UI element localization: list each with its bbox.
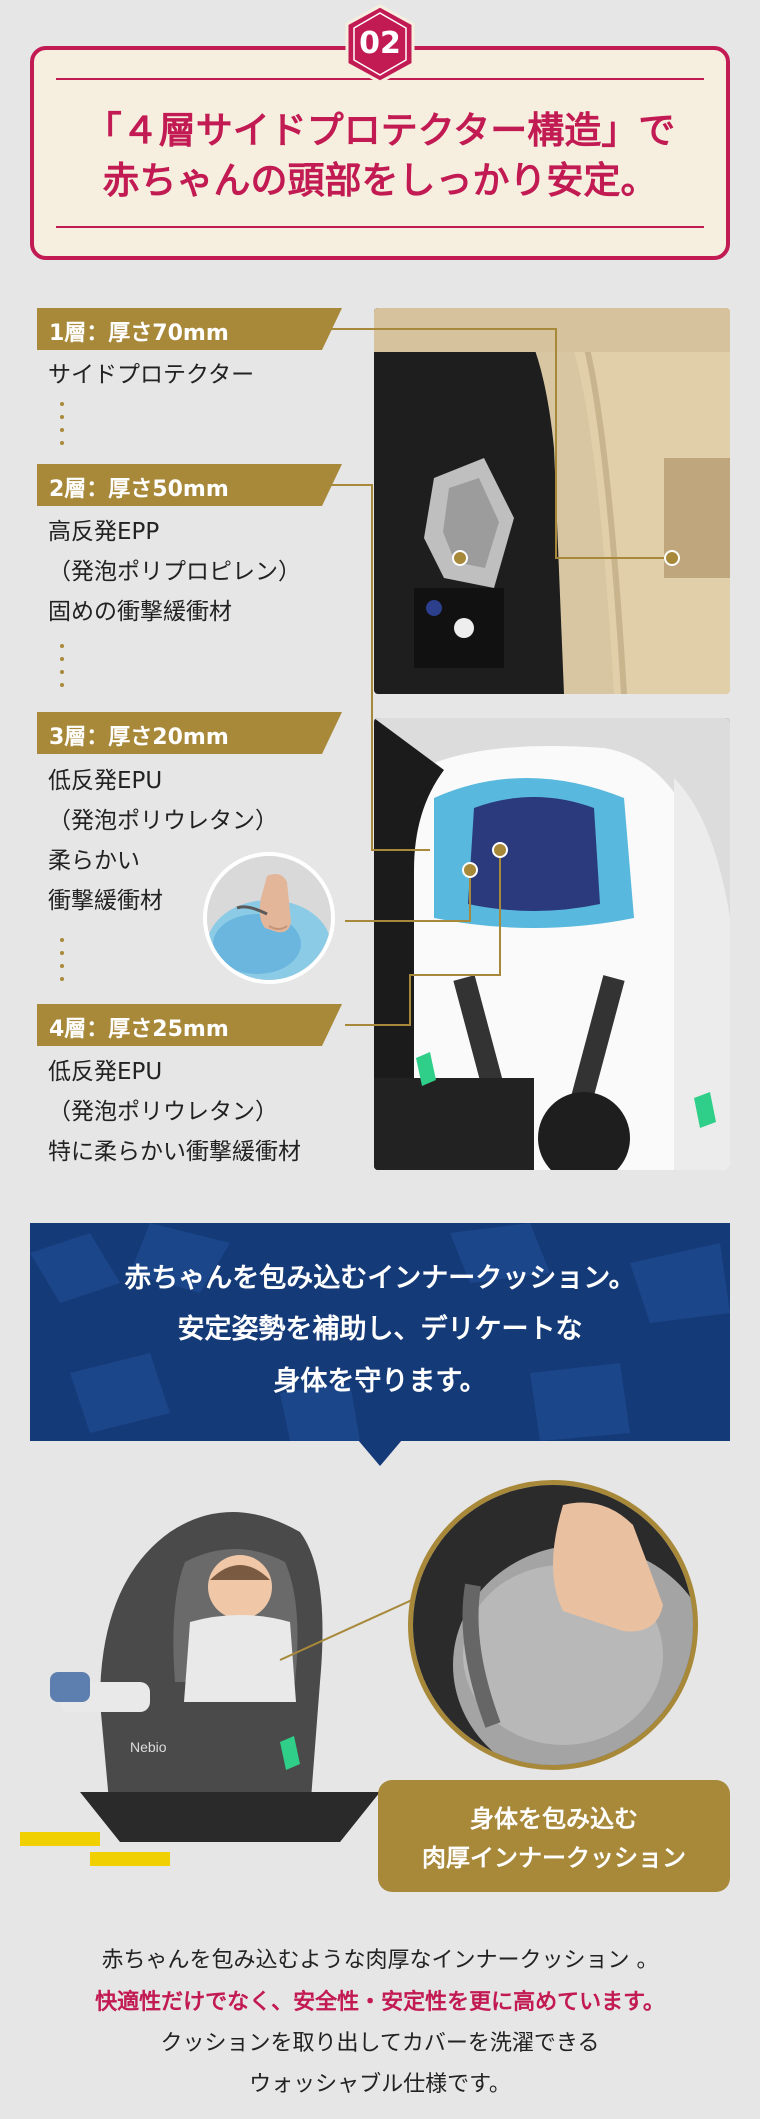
cushion-tag: 身体を包み込む 肉厚インナークッション: [378, 1780, 730, 1892]
layer4-label: 4層：厚さ25mm: [49, 1017, 229, 1042]
layer3-line: 衝撃緩衝材: [48, 888, 163, 914]
banner-line2: 安定姿勢を補助し、デリケートな: [177, 1314, 583, 1345]
layer3-text: 低反発EPU （発泡ポリウレタン） 柔らかい 衝撃緩衝材: [48, 761, 278, 921]
banner-pointer: [358, 1440, 402, 1466]
layer3-line: 低反発EPU: [48, 768, 163, 794]
layer4-line: 低反発EPU: [48, 1059, 163, 1085]
cushion-banner: 赤ちゃんを包み込むインナークッション。 安定姿勢を補助し、デリケートな 身体を守…: [30, 1223, 730, 1441]
layer3-line: 柔らかい: [48, 848, 140, 874]
description-line1: 赤ちゃんを包み込むような肉厚なインナークッション 。: [101, 1948, 659, 1973]
heading-rule-bottom: [56, 226, 704, 228]
section-number: 02: [359, 26, 401, 61]
layer4-banner: 4層：厚さ25mm: [37, 1004, 342, 1046]
layer2-label: 2層：厚さ50mm: [49, 477, 229, 502]
layer4-text: 低反発EPU （発泡ポリウレタン） 特に柔らかい衝撃緩衝材: [48, 1052, 301, 1172]
layer2-line: （発泡ポリプロピレン）: [48, 559, 301, 585]
cushion-tag-line1: 身体を包み込む: [470, 1805, 638, 1833]
banner-line3: 身体を守ります。: [273, 1366, 487, 1397]
car-seat-photo: Nebio: [20, 1492, 410, 1882]
layer3-banner: 3層：厚さ20mm: [37, 712, 342, 754]
layer2-text: 高反発EPP （発泡ポリプロピレン） 固めの衝撃緩衝材: [48, 512, 301, 632]
layer2-line: 高反発EPP: [48, 519, 160, 545]
layer1-line: サイドプロテクター: [48, 362, 255, 388]
cushion-tag-line2: 肉厚インナークッション: [422, 1844, 686, 1872]
dots-divider: [60, 644, 66, 696]
layer4-line: （発泡ポリウレタン）: [48, 1099, 278, 1125]
layer1-banner: 1層：厚さ70mm: [37, 308, 342, 350]
layer2-banner: 2層：厚さ50mm: [37, 464, 342, 506]
description-line4: ウォッシャブル仕様です。: [249, 2072, 511, 2097]
side-protector-photo: [374, 308, 730, 694]
layer1-text: サイドプロテクター: [48, 355, 254, 395]
headrest-interior-photo: [374, 718, 730, 1170]
heading-title-line2: 赤ちゃんの頭部をしっかり安定。: [102, 159, 658, 202]
dots-divider: [60, 938, 66, 990]
dots-divider: [60, 402, 66, 454]
seat-brand-logo: Nebio: [130, 1739, 167, 1755]
banner-line1: 赤ちゃんを包み込むインナークッション。: [124, 1263, 636, 1294]
layer3-line: （発泡ポリウレタン）: [48, 808, 278, 834]
section-number-badge: 02: [343, 4, 417, 90]
description-highlight: 快適性だけでなく、安全性・安定性を更に高めています。: [95, 1990, 665, 2015]
layer4-line: 特に柔らかい衝撃緩衝材: [48, 1139, 301, 1165]
layer2-line: 固めの衝撃緩衝材: [48, 599, 232, 625]
foam-zoom-photo: [203, 852, 335, 984]
heading-title-line1: 「４層サイドプロテクター構造」で: [84, 109, 676, 152]
description-line3: クッションを取り出してカバーを洗濯できる: [160, 2031, 600, 2056]
layer1-label: 1層：厚さ70mm: [49, 321, 229, 346]
layer3-label: 3層：厚さ20mm: [49, 725, 229, 750]
inner-cushion-zoom-photo: [408, 1480, 698, 1770]
